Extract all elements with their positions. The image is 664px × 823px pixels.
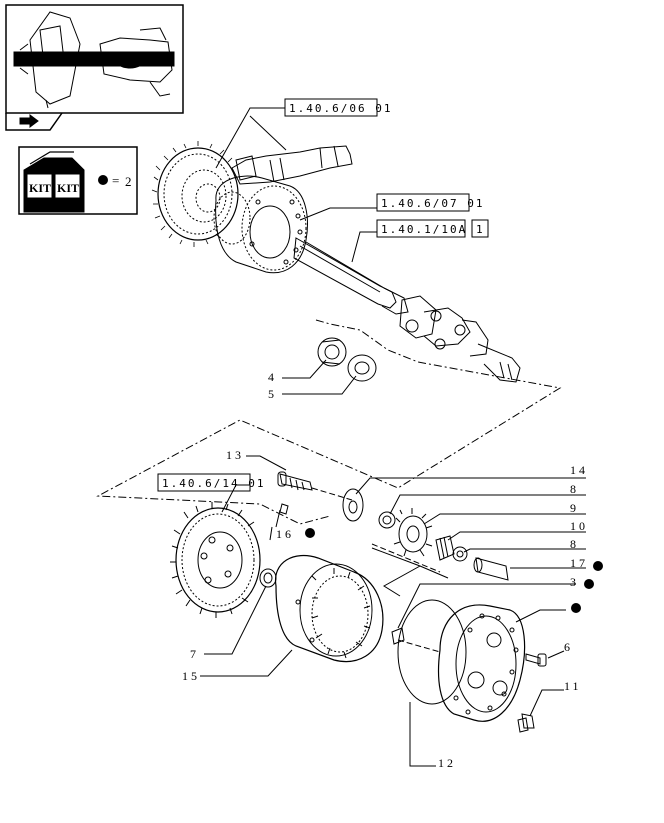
callout-leaders-upper — [282, 359, 357, 395]
reference-box-5[interactable]: 1.40.6/14 01 — [157, 473, 265, 492]
callout-5: 5 — [268, 387, 274, 401]
part-6-bolt — [525, 653, 547, 667]
kit-label-right: KIT — [57, 181, 79, 195]
callout-10: 10 — [570, 519, 588, 533]
callout-3: 3 — [570, 575, 576, 589]
callout-6: 6 — [564, 640, 570, 654]
reference-wedge — [371, 547, 449, 597]
axle-shaft — [293, 237, 409, 315]
kit-bullet-16-icon — [305, 528, 315, 538]
callout-8b: 8 — [570, 537, 576, 551]
reference-box-3[interactable]: 1.40.1/10A — [376, 219, 467, 238]
reference-leaders — [215, 107, 377, 513]
kit-legend: KIT KIT = 2 — [18, 146, 138, 215]
kit-equals: = — [112, 173, 119, 188]
reference-box-2[interactable]: 1.40.6/07 01 — [376, 193, 484, 212]
universal-joint — [399, 295, 521, 383]
kit-bullet-icon — [98, 175, 108, 185]
kit-bullet-17-icon — [593, 561, 603, 571]
part-7-ring — [259, 568, 277, 588]
part-15-ring-gear — [274, 554, 384, 662]
callout-leaders-lower — [200, 455, 586, 767]
callout-9: 9 — [570, 501, 576, 515]
ring-gear — [157, 147, 239, 241]
kit-label-left: KIT — [29, 181, 51, 195]
callout-17: 17 — [570, 556, 588, 570]
part-3-pin — [391, 627, 405, 645]
differential-housing — [213, 175, 308, 274]
part-17-planet-shaft — [473, 557, 509, 581]
callout-12: 12 — [438, 756, 456, 770]
kit-bullet-3-icon — [584, 579, 594, 589]
reference-text-5: 1.40.6/14 01 — [162, 477, 265, 490]
part-11-plug — [517, 713, 535, 733]
kit-bullet-cover-icon — [571, 603, 581, 613]
axle-thumbnail-drawing — [13, 11, 175, 109]
part-8b-spacer — [452, 546, 468, 562]
shaft-boundary — [96, 319, 562, 525]
assembly-thumbnail[interactable] — [5, 4, 184, 114]
kit-quantity: 2 — [125, 174, 132, 189]
callout-8a: 8 — [570, 482, 576, 496]
part-10-needle-bearing — [435, 535, 455, 561]
part-12-o-ring — [397, 599, 467, 705]
reference-text-3: 1.40.1/10A — [381, 223, 467, 236]
part-5-seal — [347, 354, 377, 382]
planetary-cover — [437, 604, 526, 722]
part-13-bolt — [277, 471, 313, 491]
callout-15: 15 — [182, 669, 200, 683]
reference-text-1: 1.40.6/06 01 — [289, 102, 392, 115]
part-9-planet-gear — [393, 508, 433, 557]
callout-4: 4 — [268, 370, 274, 384]
callout-13: 13 — [226, 448, 244, 462]
callout-11: 11 — [564, 679, 582, 693]
part-4-bearing — [317, 337, 347, 367]
part-14-washer — [342, 488, 364, 522]
reference-text-2: 1.40.6/07 01 — [381, 197, 484, 210]
reference-box-4[interactable]: 1 — [471, 219, 489, 238]
sun-gear-carrier — [170, 502, 261, 618]
callout-7: 7 — [190, 647, 196, 661]
part-8a-spacer — [378, 511, 396, 529]
reference-text-4: 1 — [476, 223, 485, 236]
reference-box-1[interactable]: 1.40.6/06 01 — [284, 98, 392, 117]
kit-box-icon: KIT KIT — [23, 151, 85, 213]
centerlines-lower — [311, 487, 441, 653]
navigation-arrow-icon[interactable] — [5, 112, 63, 131]
callout-14: 14 — [570, 463, 588, 477]
callout-16: 16 — [276, 527, 294, 541]
pinion-shaft — [231, 145, 353, 185]
part-16-pin — [279, 503, 289, 515]
